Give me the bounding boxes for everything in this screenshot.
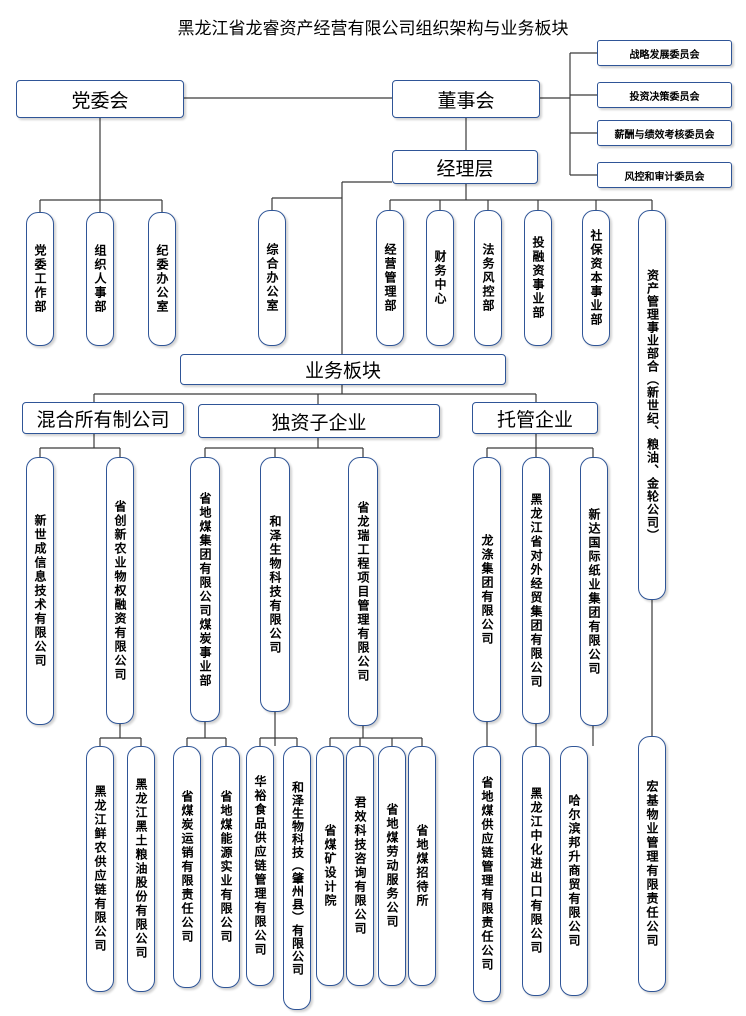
company-box: 省地煤集团有限公司煤炭事业部 (190, 457, 220, 722)
dept-box: 财务中心 (426, 210, 454, 346)
subsidiary-box: 省煤炭运销有限责任公司 (173, 746, 201, 988)
dept-box: 投融资事业部 (524, 210, 552, 346)
dept-box: 法务风控部 (474, 210, 502, 346)
subsidiary-box: 黑龙江鲜农供应链有限公司 (86, 746, 114, 992)
company-box: 黑龙江省对外经贸集团有限公司 (522, 457, 550, 724)
subsidiary-box: 和泽生物科技（肇州县）有限公司 (283, 746, 311, 1010)
category-box: 托管企业 (472, 402, 598, 434)
chart-title: 黑龙江省龙睿资产经营有限公司组织架构与业务板块 (177, 19, 569, 39)
committee-box: 薪酬与绩效考核委员会 (597, 120, 732, 146)
subsidiary-box: 黑龙江黑土粮油股份有限公司 (127, 746, 155, 992)
subsidiary-box: 宏基物业管理有限责任公司 (638, 736, 666, 992)
dept-box: 社保资本事业部 (582, 210, 610, 346)
dept-box: 组织人事部 (86, 212, 114, 346)
subsidiary-box: 哈尔滨邦升商贸有限公司 (560, 746, 588, 996)
company-box: 新世成信息技术有限公司 (26, 457, 54, 725)
business-block-box: 业务板块 (180, 354, 506, 385)
company-box: 龙涤集团有限公司 (473, 457, 501, 722)
dept-box: 党委工作部 (26, 212, 54, 346)
party-committee-box: 党委会 (16, 80, 184, 118)
dept-box: 综合办公室 (258, 210, 286, 346)
subsidiary-box: 君效科技咨询有限公司 (346, 746, 374, 986)
subsidiary-box: 省地煤能源实业有限公司 (212, 746, 240, 988)
subsidiary-box: 华裕食品供应链管理有限公司 (246, 746, 274, 986)
category-box: 独资子企业 (198, 404, 440, 438)
board-box: 董事会 (392, 80, 540, 118)
category-box: 混合所有制公司 (22, 402, 184, 434)
subsidiary-box: 省煤矿设计院 (316, 746, 344, 986)
subsidiary-box: 省地煤供应链管理有限责任公司 (473, 746, 501, 1002)
subsidiary-box: 省地煤劳动服务公司 (378, 746, 406, 986)
company-box: 省创新农业物权融资有限公司 (106, 457, 134, 724)
company-box: 和泽生物科技有限公司 (260, 457, 290, 712)
dept-box: 纪委办公室 (148, 212, 176, 346)
management-box: 经理层 (392, 150, 538, 184)
dept-box: 经营管理部 (376, 210, 404, 346)
committee-box: 战略发展委员会 (597, 40, 732, 66)
subsidiary-box: 省地煤招待所 (408, 746, 436, 986)
committee-box: 风控和审计委员会 (597, 162, 732, 188)
company-box: 省龙瑞工程项目管理有限公司 (348, 457, 378, 726)
asset-management-box: 资产管理事业部合（新世纪、粮油、金轮公司） (638, 210, 666, 600)
committee-box: 投资决策委员会 (597, 82, 732, 108)
subsidiary-box: 黑龙江中化进出口有限公司 (522, 746, 550, 996)
company-box: 新达国际纸业集团有限公司 (580, 457, 608, 726)
